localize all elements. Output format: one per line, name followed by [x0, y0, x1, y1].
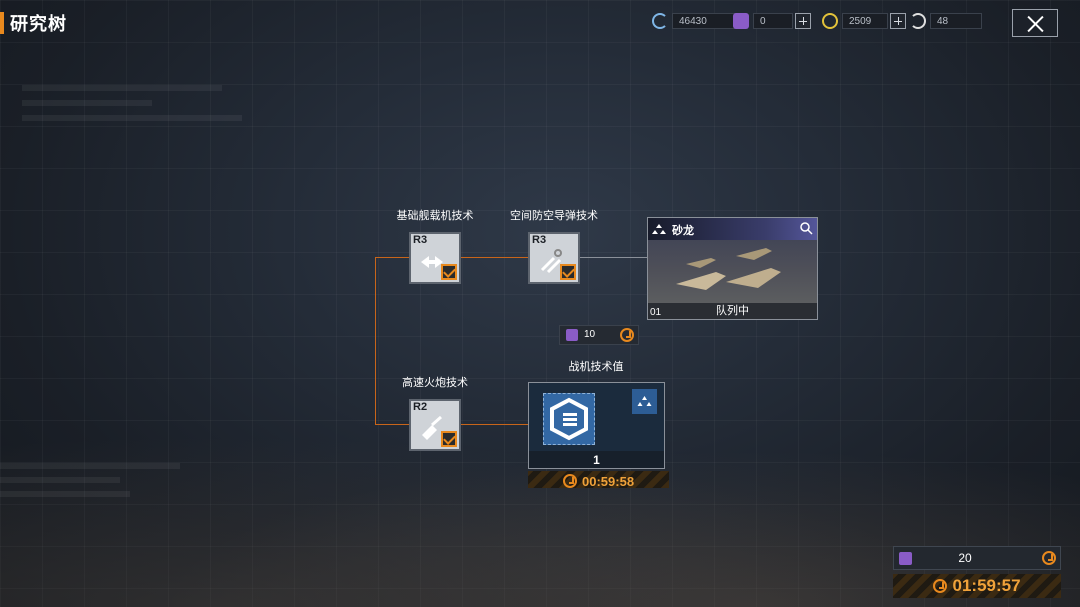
resource-tech-points: 0: [733, 12, 811, 30]
speedup-clock-icon[interactable]: [620, 328, 634, 342]
timer-clock-icon: [562, 473, 577, 488]
research-cost-chip: 10: [559, 325, 639, 345]
ship-card[interactable]: 砂龙 01 队列中: [647, 217, 818, 320]
background-text: [0, 477, 120, 483]
tech-node-high-speed-cannon[interactable]: R2: [409, 399, 461, 451]
page-title: 研究树: [10, 14, 67, 35]
fighter-emblem-icon: [543, 393, 595, 445]
energy-icon: [910, 13, 926, 29]
ship-image: [676, 248, 781, 290]
node-rank: R3: [413, 234, 428, 246]
tech-point-icon: [566, 329, 578, 341]
tree-branch-line: [461, 424, 529, 425]
background-text: [22, 100, 152, 106]
tech-level: 1: [593, 453, 600, 467]
node-rank: R2: [413, 401, 428, 413]
node-label-basic-carrier: 基础舰载机技术: [396, 209, 474, 222]
timer-clock-icon: [933, 578, 948, 593]
tree-branch-line: [375, 257, 410, 258]
tree-branch-line: [580, 257, 647, 258]
tech-point-icon: [899, 552, 912, 565]
close-button[interactable]: [1012, 9, 1058, 37]
fighter-class-icon: [632, 389, 657, 414]
ship-card-footer: 01 队列中: [648, 303, 817, 319]
tree-branch-line: [375, 257, 376, 425]
tech-node-space-aa-missile[interactable]: R3: [528, 232, 580, 284]
ship-name: 砂龙: [672, 224, 694, 237]
queue-cost-value: 20: [958, 551, 972, 565]
energy-value: 48: [930, 13, 982, 29]
background-text: [22, 115, 242, 121]
carrier-tech-icon: [421, 256, 443, 268]
gold-icon: [822, 13, 838, 29]
completed-checkbox-icon: [441, 264, 457, 280]
add-tech-points-button[interactable]: [795, 13, 811, 29]
queue-cost-row: 20: [893, 546, 1061, 570]
background-text: [0, 491, 130, 497]
add-gold-button[interactable]: [890, 13, 906, 29]
fighter-tech-value-card[interactable]: 1: [528, 382, 665, 469]
ship-class-icon: [652, 224, 666, 234]
research-queue-panel: 20 01:59:57: [893, 546, 1061, 599]
tree-branch-line: [461, 257, 529, 258]
research-cost-value: 10: [584, 329, 596, 340]
ship-index: 01: [650, 307, 662, 318]
background-text: [0, 463, 180, 469]
tech-points-value: 0: [753, 13, 793, 29]
background-text: [22, 85, 222, 91]
completed-checkbox-icon: [560, 264, 576, 280]
tech-value-label: 战机技术值: [568, 360, 624, 373]
cannon-tech-icon: [422, 415, 442, 440]
node-label-high-speed-cannon: 高速火炮技术: [402, 376, 468, 389]
completed-checkbox-icon: [441, 431, 457, 447]
credits-icon: [652, 13, 668, 29]
title-accent: [0, 12, 4, 34]
ship-queue-status: 队列中: [716, 304, 749, 317]
title-bar: 研究树: [0, 8, 67, 38]
node-label-space-aa-missile: 空间防空导弹技术: [510, 209, 598, 222]
resource-gold: 2509: [822, 12, 906, 30]
resource-energy: 48: [910, 12, 982, 30]
queue-timer: 01:59:57: [952, 576, 1021, 595]
missile-tech-icon: [540, 249, 562, 274]
credits-value: 46430: [672, 13, 740, 29]
ship-card-header: 砂龙: [648, 218, 817, 240]
speedup-clock-icon[interactable]: [1042, 551, 1056, 565]
node-rank: R3: [532, 234, 547, 246]
tech-card-footer: 1: [529, 451, 664, 468]
tech-timer: 00:59:58: [582, 474, 635, 489]
tech-node-basic-carrier[interactable]: R3: [409, 232, 461, 284]
resource-credits: 46430: [652, 12, 740, 30]
inspect-magnifier-icon[interactable]: [800, 222, 813, 235]
gold-value: 2509: [842, 13, 888, 29]
tech-timer-strip: 00:59:58: [528, 471, 669, 489]
tree-branch-line: [375, 424, 410, 425]
tech-point-icon: [733, 13, 749, 29]
queue-timer-strip: 01:59:57: [893, 574, 1061, 598]
